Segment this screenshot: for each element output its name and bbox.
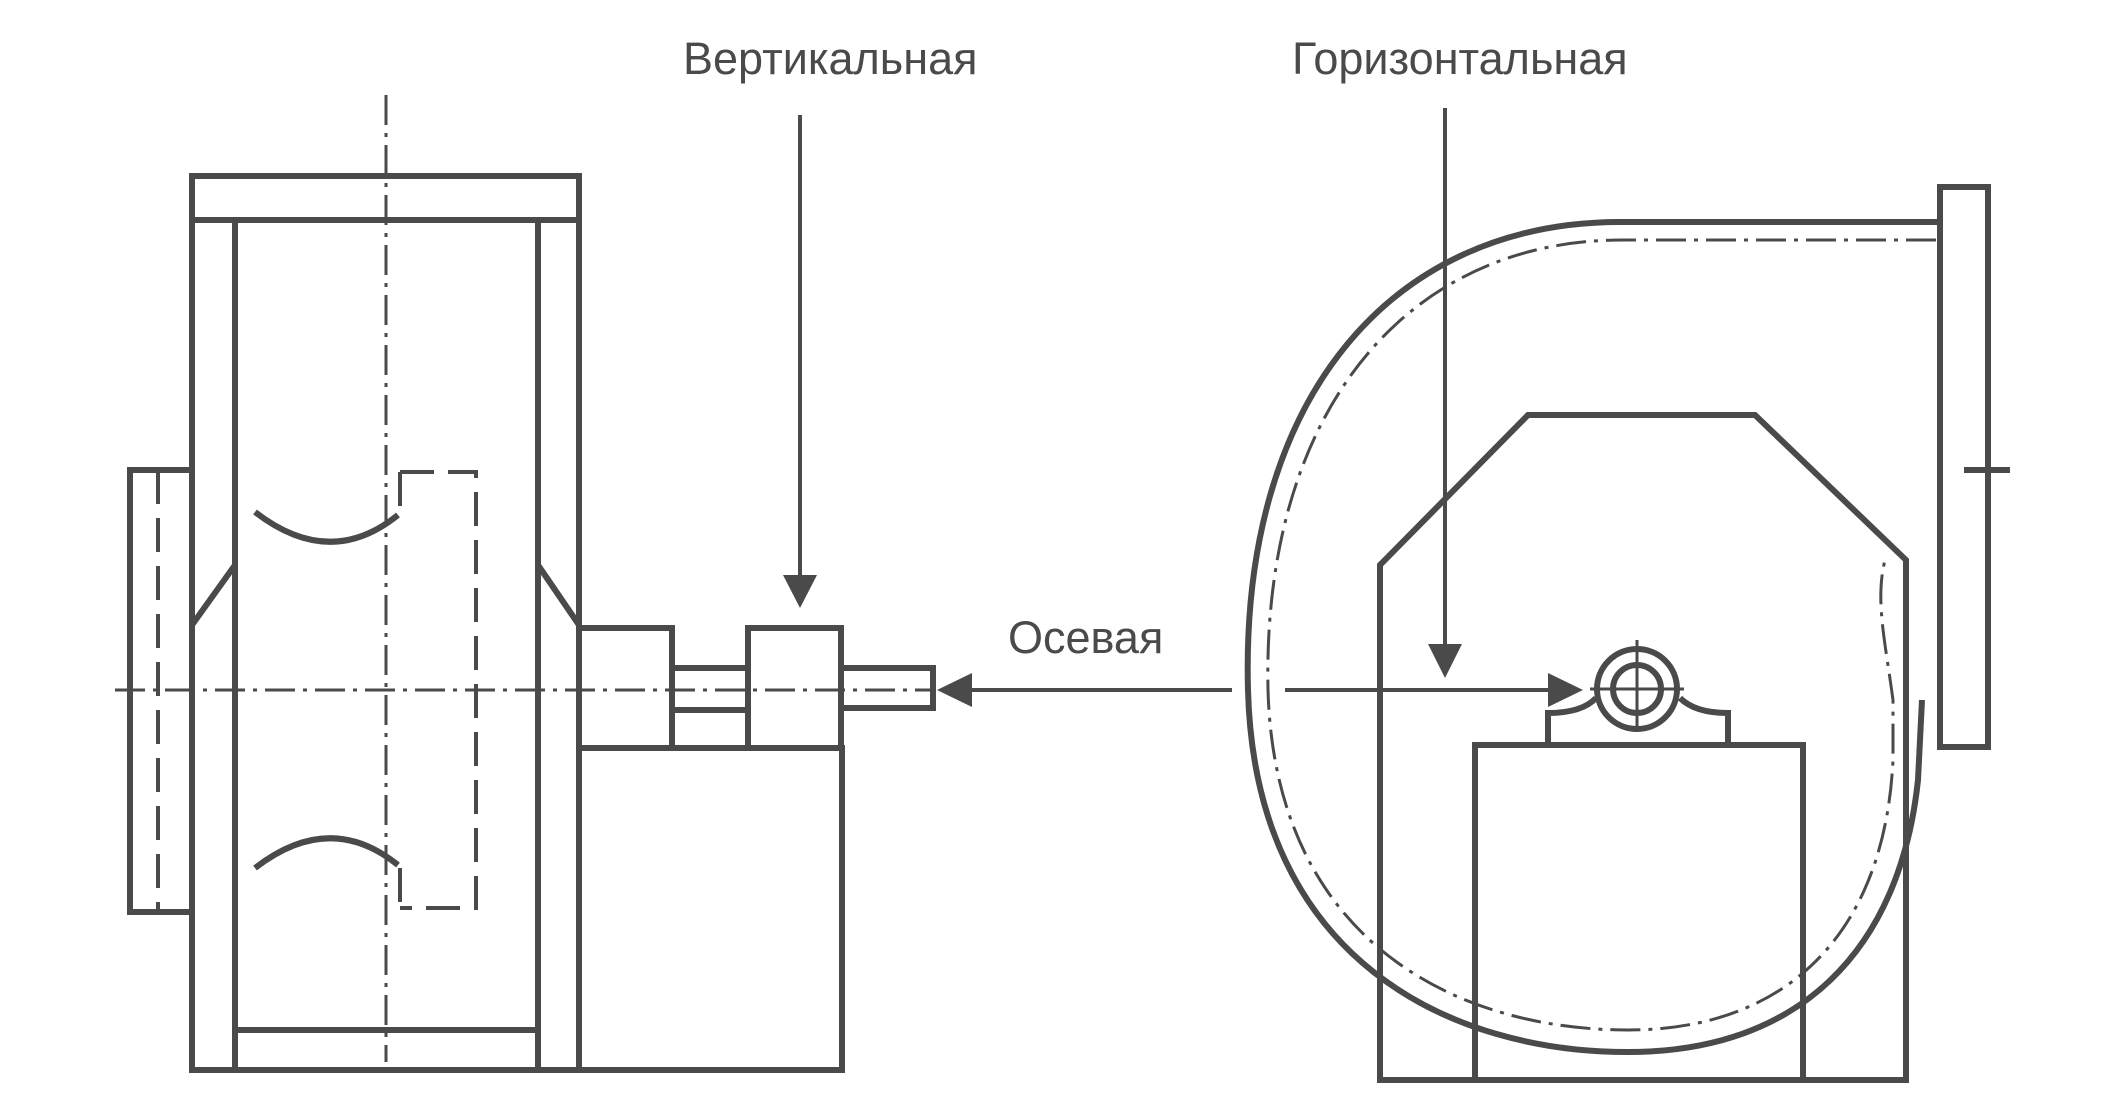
label-axial: Осевая xyxy=(1008,612,1164,663)
motor-body xyxy=(576,745,845,1073)
motor-housing xyxy=(1472,742,1806,1083)
label-horizontal: Горизонтальная xyxy=(1292,33,1628,84)
scroll-casing xyxy=(1244,219,1940,1056)
impeller-blade-top xyxy=(253,509,400,545)
bearing-pedestal xyxy=(1545,695,1731,745)
axial-arrowhead xyxy=(937,673,972,707)
inlet-cone-line xyxy=(189,563,238,627)
center-lines-side xyxy=(115,95,935,1062)
motor-frame xyxy=(1377,412,1909,1083)
scroll-centerline xyxy=(1266,238,1936,1032)
shaft-end xyxy=(838,665,936,711)
fan-front-view xyxy=(1244,184,2010,1083)
horizontal-arrowhead xyxy=(1428,644,1462,678)
outlet-cone-line xyxy=(535,563,582,627)
vertical-arrowhead xyxy=(783,575,817,608)
measurement-arrows xyxy=(783,108,1583,707)
impeller-blade-bottom xyxy=(253,835,400,871)
label-vertical: Вертикальная xyxy=(683,33,978,84)
bearing-block-2 xyxy=(745,625,844,751)
bearing-pointer-arrowhead xyxy=(1548,673,1583,707)
fan-side-view xyxy=(127,173,936,1073)
bearing-crosshair xyxy=(1590,640,1684,732)
bearing-block-1 xyxy=(576,625,675,751)
